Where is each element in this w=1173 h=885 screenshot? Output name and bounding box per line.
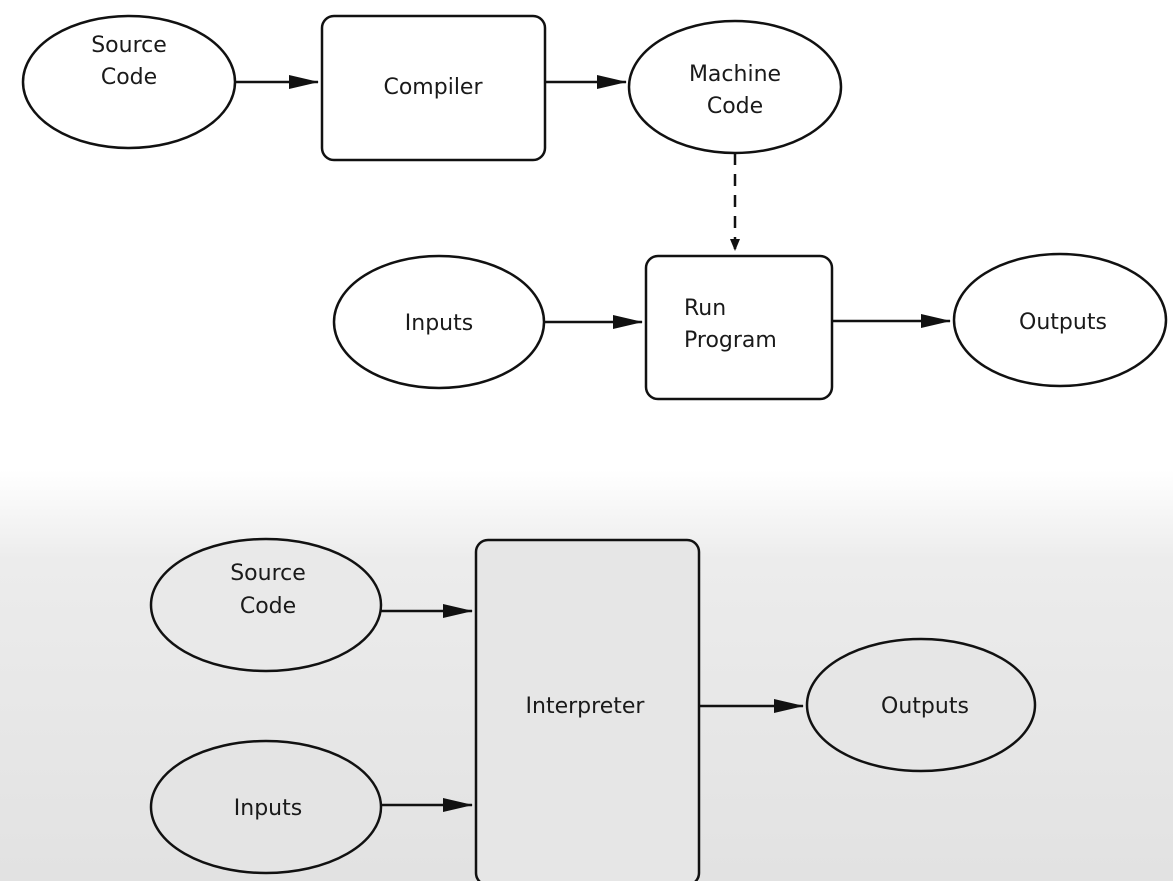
run-program-label-line2: Program — [684, 328, 777, 353]
interp-source-code-ellipse — [149, 537, 383, 673]
interpreter-box — [474, 538, 701, 885]
interp-inputs-label: Inputs — [234, 796, 302, 821]
inputs-label: Inputs — [405, 311, 473, 336]
interp-outputs-label: Outputs — [881, 694, 969, 719]
run-program-label-line1: Run — [684, 296, 726, 321]
outputs-node: Outputs — [952, 252, 1168, 388]
compiler-label: Compiler — [383, 75, 483, 100]
interpreter-label: Interpreter — [526, 694, 646, 719]
interp-source-code-node: Source Code — [149, 537, 383, 673]
interp-outputs-ellipse — [805, 637, 1037, 773]
machine-code-ellipse — [627, 19, 843, 155]
compiler-box — [320, 14, 547, 162]
interp-inputs-ellipse — [149, 739, 383, 875]
interpreter-node: Interpreter — [474, 538, 701, 885]
outputs-ellipse — [952, 252, 1168, 388]
run-program-node: Run Program — [644, 254, 834, 401]
inputs-node: Inputs — [332, 254, 546, 390]
machine-code-node: Machine Code — [627, 19, 843, 155]
machine-code-label-line2: Code — [707, 94, 763, 119]
outputs-label: Outputs — [1019, 310, 1107, 335]
source-code-label-line1: Source — [91, 33, 167, 58]
source-code-label-line2: Code — [101, 65, 157, 90]
interpreter-diagram: Source Code Inputs Interpreter Outputs — [149, 537, 1037, 885]
compiler-diagram: Source Code Compiler Machine Code Inputs… — [21, 14, 1168, 401]
interp-outputs-node: Outputs — [805, 637, 1037, 773]
interp-source-code-label-line2: Code — [240, 594, 296, 619]
interp-inputs-node: Inputs — [149, 739, 383, 875]
interp-source-code-label-line1: Source — [230, 561, 306, 586]
machine-code-label-line1: Machine — [689, 62, 781, 87]
source-code-node: Source Code — [21, 14, 237, 150]
compiler-node: Compiler — [320, 14, 547, 162]
run-program-box — [644, 254, 834, 401]
